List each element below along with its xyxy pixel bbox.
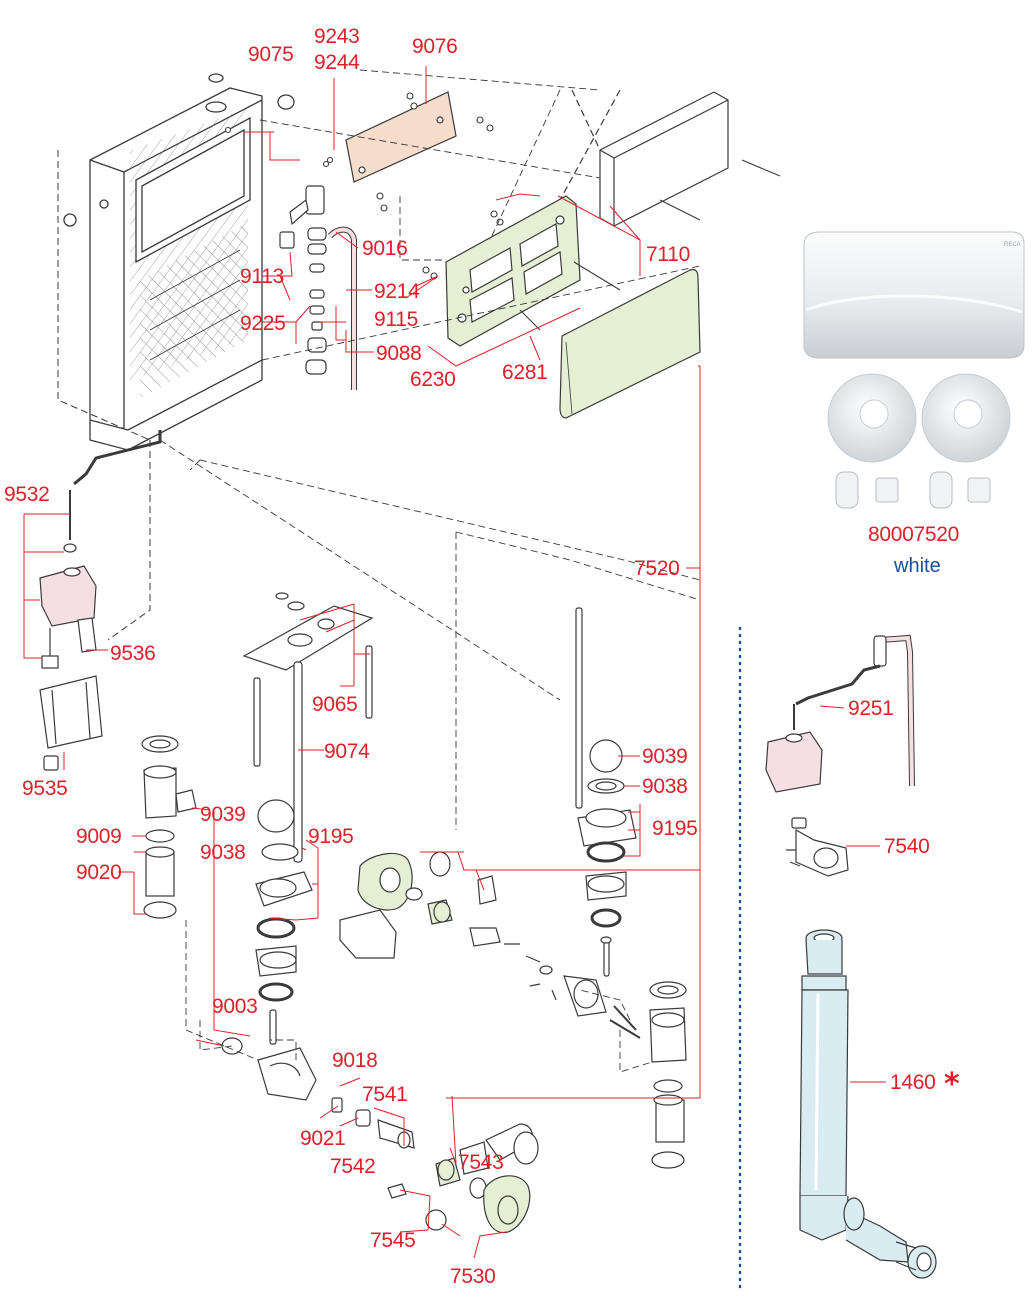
label-6281: 6281 bbox=[502, 361, 548, 384]
label-9038-right: 9038 bbox=[642, 775, 688, 798]
label-6230: 6230 bbox=[410, 368, 456, 391]
label-9113: 9113 bbox=[240, 265, 284, 288]
left-tube-9020 bbox=[141, 735, 197, 919]
front-panel-7520 bbox=[559, 268, 701, 419]
label-9076: 9076 bbox=[412, 35, 458, 58]
label-9016: 9016 bbox=[362, 237, 408, 260]
label-9038-left: 9038 bbox=[200, 841, 246, 864]
color-note: white bbox=[894, 555, 941, 577]
label-9195-right: 9195 bbox=[652, 817, 698, 840]
label-9018: 9018 bbox=[332, 1049, 378, 1072]
label-7541: 7541 bbox=[362, 1083, 408, 1106]
label-9021: 9021 bbox=[300, 1127, 346, 1150]
svg-text:RECA: RECA bbox=[1004, 242, 1021, 248]
label-9075: 9075 bbox=[248, 43, 294, 66]
label-7542: 7542 bbox=[330, 1155, 376, 1178]
label-9020: 9020 bbox=[76, 861, 122, 884]
label-9074: 9074 bbox=[324, 740, 370, 763]
bottom-button-assembly bbox=[387, 1123, 539, 1234]
label-9039-right: 9039 bbox=[642, 745, 688, 768]
overflow-pipe-1460 bbox=[799, 929, 937, 1279]
mounting-frame-6230 bbox=[445, 195, 581, 347]
valve-body-bottom bbox=[221, 1037, 415, 1149]
small-clips bbox=[835, 471, 991, 509]
label-9003: 9003 bbox=[212, 995, 258, 1018]
label-7543: 7543 bbox=[458, 1151, 504, 1174]
float-assembly-9532 bbox=[39, 430, 162, 771]
top-box bbox=[559, 89, 729, 227]
label-80007520: 80007520 bbox=[868, 523, 960, 546]
valve-bracket-9065 bbox=[242, 592, 374, 1045]
fill-valve-assembly bbox=[279, 185, 357, 390]
label-9251: 9251 bbox=[848, 697, 894, 720]
label-7520: 7520 bbox=[634, 557, 680, 580]
valve-7540 bbox=[786, 817, 849, 877]
cover-plate-9076 bbox=[345, 91, 457, 183]
label-9009: 9009 bbox=[76, 825, 122, 848]
label-7540: 7540 bbox=[884, 835, 930, 858]
label-7530: 7530 bbox=[450, 1265, 496, 1288]
float-9251 bbox=[765, 634, 915, 793]
cistern-body bbox=[63, 73, 295, 451]
label-9244: 9244 bbox=[314, 51, 360, 74]
label-7110: 7110 bbox=[646, 243, 690, 266]
flush-knob-left bbox=[827, 373, 917, 463]
leader-lines-right bbox=[819, 705, 886, 1083]
label-7545: 7545 bbox=[370, 1229, 416, 1252]
label-9536: 9536 bbox=[110, 642, 156, 665]
asterisk-mark: * bbox=[944, 1067, 960, 1102]
label-9535: 9535 bbox=[22, 777, 68, 800]
construction-lines-top bbox=[159, 69, 701, 701]
label-9065: 9065 bbox=[312, 693, 358, 716]
cistern-outline-dashed bbox=[57, 150, 151, 641]
label-9532: 9532 bbox=[4, 483, 50, 506]
construction-lines-bottom bbox=[185, 531, 701, 1073]
label-9214: 9214 bbox=[374, 280, 420, 303]
flush-knob-right bbox=[921, 373, 1011, 463]
right-column-9195 bbox=[575, 607, 687, 1169]
label-9243: 9243 bbox=[314, 25, 360, 48]
label-9225: 9225 bbox=[240, 312, 286, 335]
label-9195-left: 9195 bbox=[308, 825, 354, 848]
label-1460: 1460 bbox=[890, 1071, 936, 1094]
label-9039-left: 9039 bbox=[200, 803, 246, 826]
leader-lines bbox=[23, 66, 701, 1259]
button-mechanism-center bbox=[339, 851, 641, 1039]
label-9115: 9115 bbox=[374, 308, 418, 331]
label-9088: 9088 bbox=[376, 342, 422, 365]
cover-80007520: RECA bbox=[803, 231, 1025, 359]
